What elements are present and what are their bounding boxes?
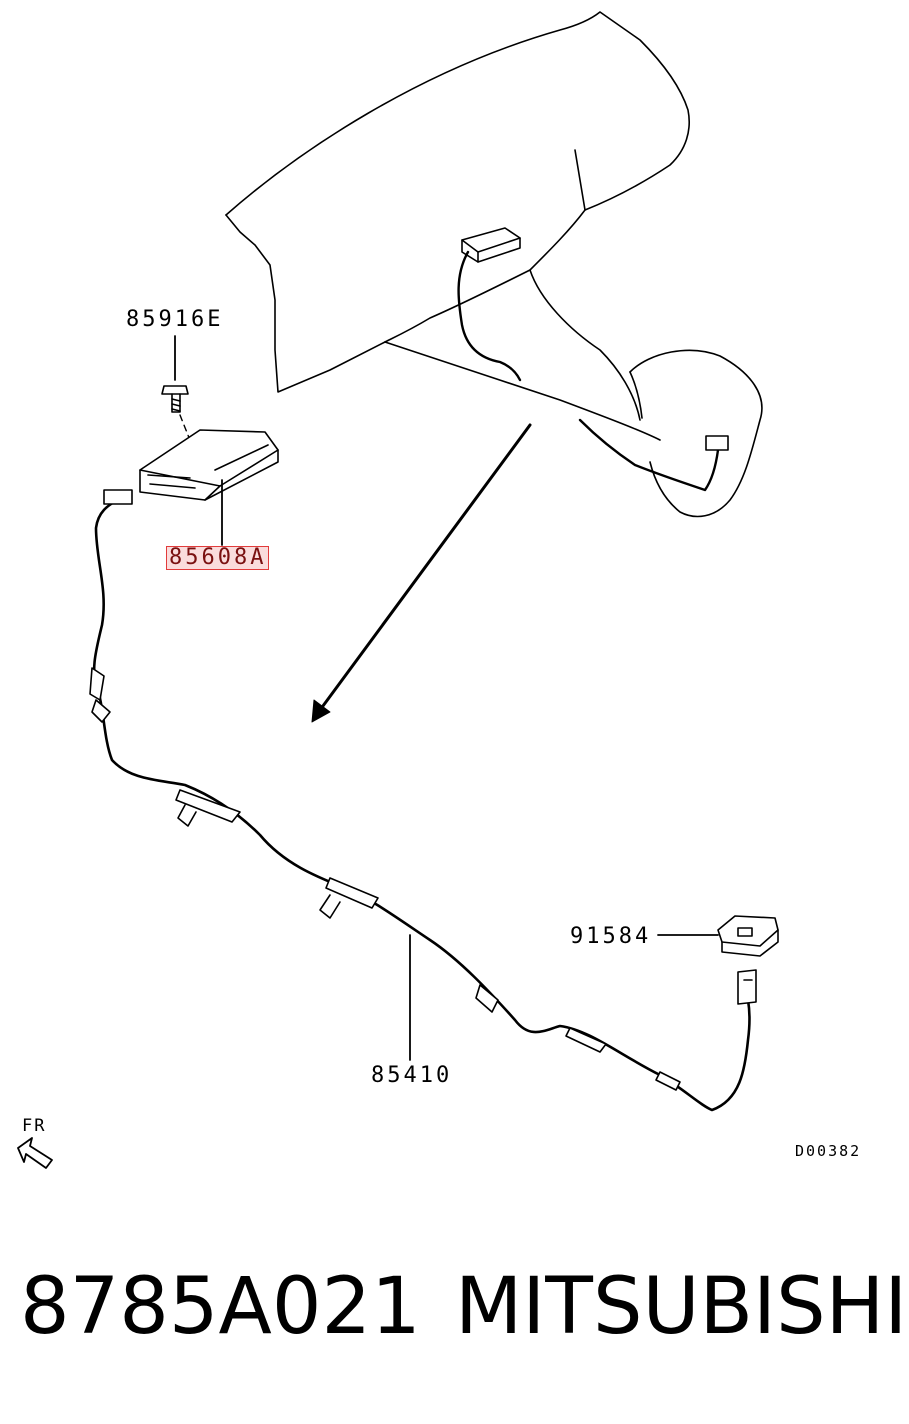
dashboard-outline: [225, 11, 763, 518]
callout-harness-85410: 85410: [371, 1063, 453, 1088]
fr-direction-arrow: [17, 1137, 53, 1169]
detail-arrow: [311, 423, 532, 723]
upper-wiring: [457, 250, 720, 492]
brand-name: MITSUBISHI: [455, 1262, 908, 1352]
footer: 8785A021 MITSUBISHI: [0, 1268, 909, 1378]
callout-module-85608a: 85608A: [165, 545, 270, 570]
module-85608a: [139, 429, 279, 546]
direction-label: FR: [22, 1116, 47, 1136]
callout-bolt-85916e: 85916E: [126, 307, 224, 332]
upper-connector: [461, 227, 729, 451]
drawing-code: D00382: [795, 1142, 862, 1160]
parts-diagram: [17, 11, 779, 1169]
callout-switch-91584: 91584: [570, 924, 652, 949]
switch-91584: [657, 915, 779, 1005]
harness-clips: [89, 489, 681, 1091]
part-number: 8785A021: [20, 1262, 421, 1352]
